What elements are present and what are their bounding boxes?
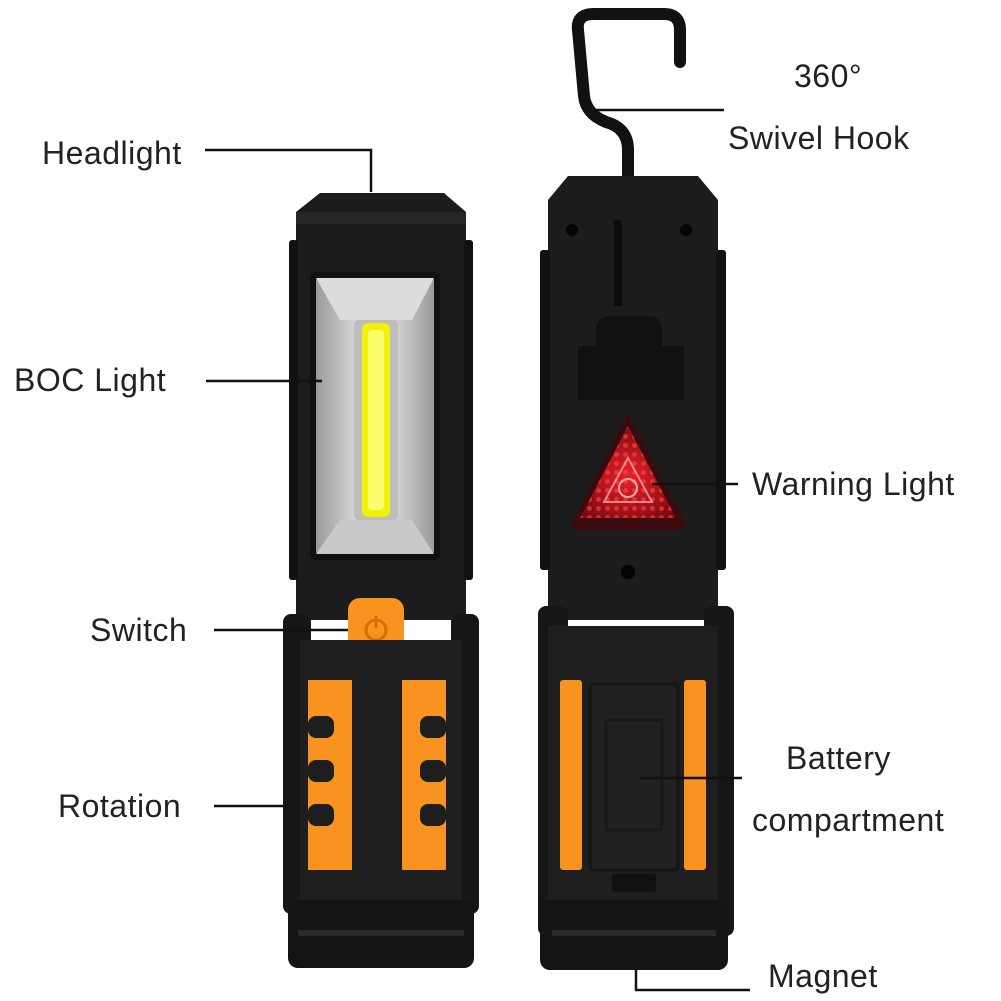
warning-light-triangle xyxy=(571,414,685,530)
swivel-hook-label: Swivel Hook xyxy=(728,120,910,156)
cob-light-panel xyxy=(310,272,440,560)
hook-degree-label: 360° xyxy=(794,58,863,94)
swivel-hook xyxy=(571,8,686,218)
rotation-stand xyxy=(283,614,479,968)
magnet-base xyxy=(540,900,728,970)
rotation-label: Rotation xyxy=(58,788,182,824)
headlight-label: Headlight xyxy=(42,135,182,171)
battery-compartment-cover xyxy=(588,682,680,892)
callout-lines xyxy=(205,108,750,992)
switch-label: Switch xyxy=(90,612,188,648)
compartment-label: compartment xyxy=(752,802,945,838)
boc-light-label: BOC Light xyxy=(14,362,167,398)
magnet-label: Magnet xyxy=(768,958,878,994)
back-work-light xyxy=(538,8,734,970)
front-work-light xyxy=(283,193,479,968)
warning-light-label: Warning Light xyxy=(752,466,955,502)
battery-label: Battery xyxy=(786,740,891,776)
